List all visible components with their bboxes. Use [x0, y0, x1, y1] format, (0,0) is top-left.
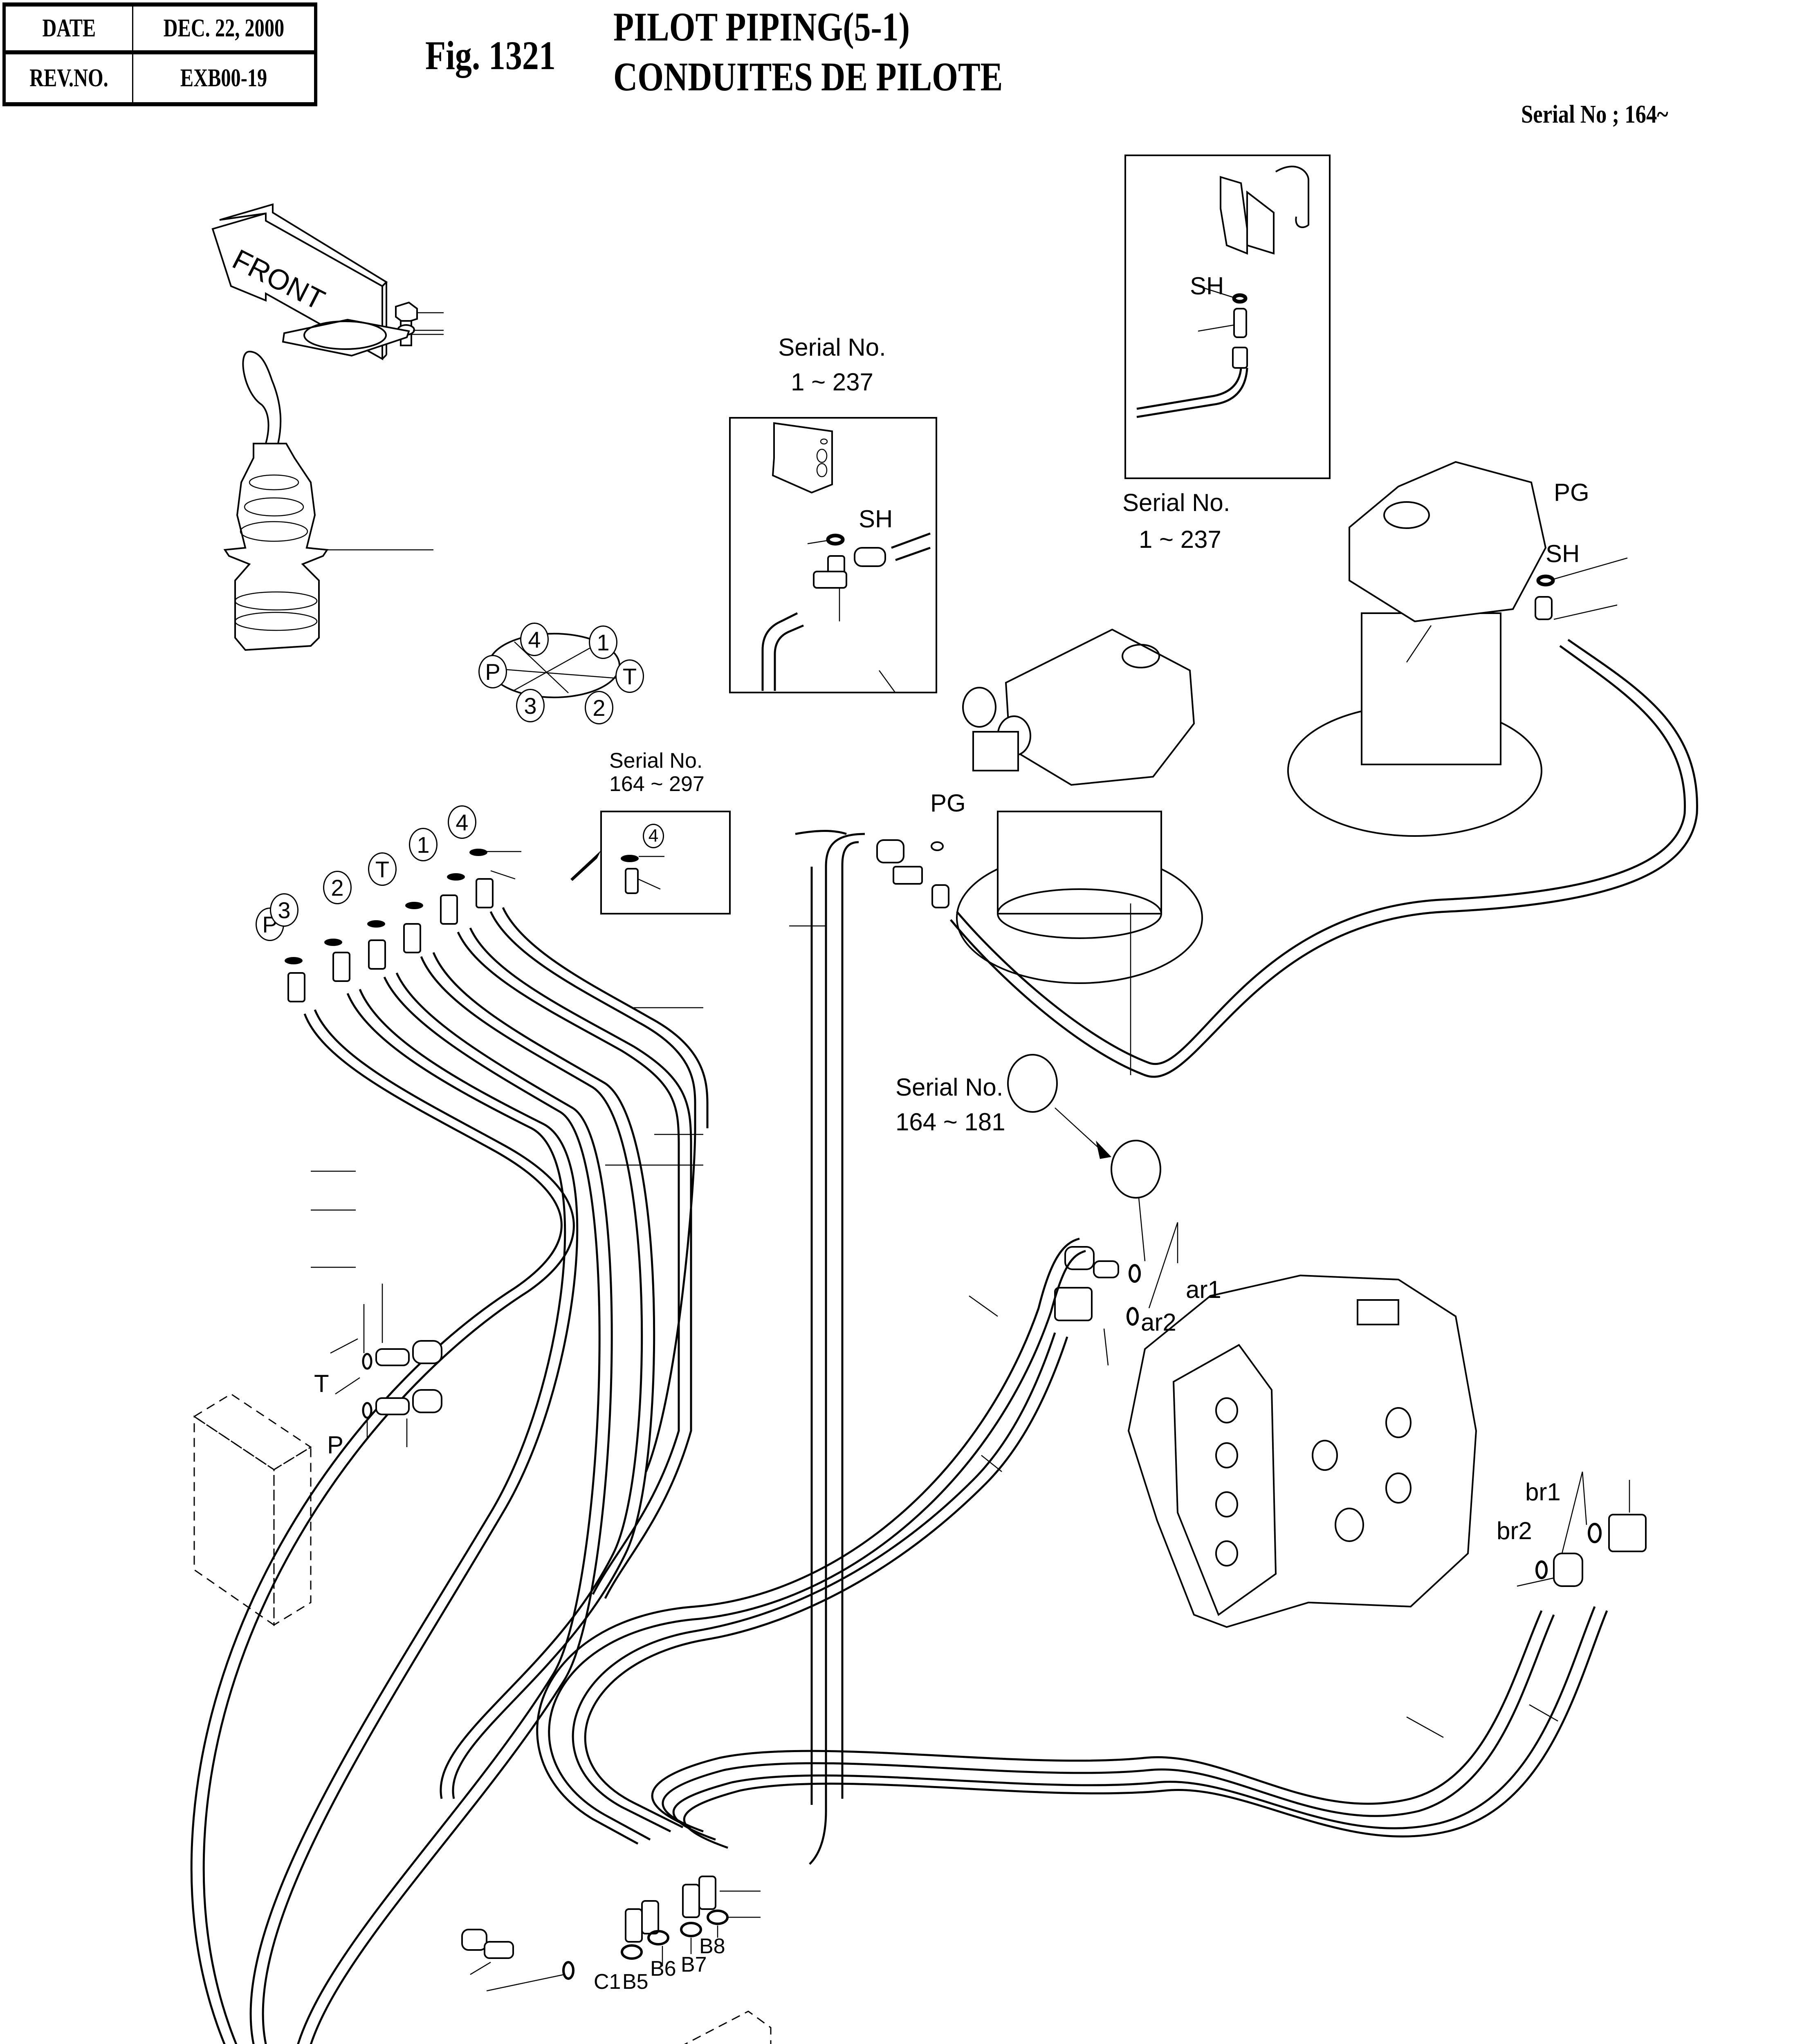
joystick-lever-icon	[223, 350, 433, 651]
ar-fittings-icon	[1007, 1054, 1178, 1366]
drain-hose-line	[956, 645, 1686, 1065]
manifold-port-b6: B6	[650, 1957, 676, 1981]
inset-center-sh-label: SH	[859, 505, 893, 533]
inset-right-serial-line1: Serial No.	[1122, 489, 1230, 516]
inset-right-sh-label: SH	[1190, 272, 1224, 300]
joystick-hose-bundle	[190, 907, 709, 2044]
serial-164-181-line2: 164 ~ 181	[895, 1108, 1005, 1136]
joystick-port-fittings-icon	[285, 849, 521, 1002]
date-row: DATE DEC. 22, 2000	[6, 7, 314, 54]
inset-box-serial-1-237-center	[729, 417, 937, 693]
valve-port-ar1: ar1	[1186, 1276, 1221, 1303]
valve-block-icon	[772, 422, 833, 494]
inset-box-serial-1-237-right	[1124, 155, 1331, 479]
valve-port-ar2: ar2	[1141, 1309, 1176, 1336]
inset-port-4: 4	[643, 824, 664, 848]
date-value: DEC. 22, 2000	[133, 7, 314, 50]
port-circle-1: 1	[589, 625, 617, 659]
tee-fitting-icon	[761, 532, 931, 691]
inset-a-fittings-icon	[0, 0, 1055, 2044]
block-port-t: T	[314, 1370, 329, 1397]
manifold-block-icon	[684, 2010, 772, 2044]
pg-tee-fitting-icon	[876, 670, 949, 908]
joystick-port-1: 1	[409, 828, 438, 861]
title-english: PILOT PIPING(5-1)	[613, 4, 910, 49]
pilot-hose-vertical	[809, 833, 865, 1865]
inset-box-serial-164-297-port	[600, 811, 731, 914]
port-circle-p: P	[478, 655, 507, 688]
revision-label: REV.NO.	[6, 54, 133, 102]
joystick-port-2: 2	[323, 871, 352, 904]
manifold-port-b7: B7	[681, 1953, 707, 1977]
control-valve-icon	[1127, 1274, 1477, 1628]
inset-right-serial-line2: 1 ~ 237	[1139, 526, 1221, 553]
br-fittings-icon	[651, 1471, 1647, 1849]
figure-number: Fig. 1321	[425, 33, 556, 78]
port-circle-4: 4	[520, 623, 549, 656]
revision-row: REV.NO. EXB00-19	[6, 54, 314, 102]
port-circle-2: 2	[585, 691, 613, 724]
valve-port-br2: br2	[1497, 1517, 1532, 1544]
manifold-port-b5: B5	[622, 1970, 649, 1994]
b-port-fittings-icon	[461, 1876, 761, 1992]
right-motor-pg-label: PG	[1554, 479, 1589, 506]
serial-range: Serial No ; 164~	[1521, 101, 1668, 128]
port-circle-3: 3	[516, 689, 545, 722]
port-block-icon	[193, 1284, 442, 1626]
right-motor-sh-label: SH	[1546, 540, 1580, 567]
swing-motor-left-icon	[956, 628, 1203, 1075]
inset-port-serial-line2: 164 ~ 297	[609, 772, 705, 796]
swing-motor-right-icon	[1287, 461, 1628, 837]
joystick-port-4: 4	[448, 805, 476, 839]
date-label-text: DATE	[42, 14, 96, 42]
inset-port-serial-line1: Serial No.	[609, 749, 703, 773]
block-port-p: P	[327, 1431, 344, 1459]
revision-value: EXB00-19	[133, 54, 314, 102]
inset-pointer-icon-2	[570, 850, 601, 881]
manifold-port-c1: C1	[594, 1970, 621, 1994]
left-motor-pg-label: PG	[930, 789, 966, 817]
joystick-port-t: T	[368, 852, 397, 886]
motor-valve-detail-icon	[1136, 166, 1309, 418]
title-french: CONDUITES DE PILOTE	[613, 54, 1003, 99]
revision-label-text: REV.NO.	[29, 64, 108, 92]
ar-hoses	[536, 1237, 1086, 1845]
serial-164-181-line1: Serial No.	[895, 1074, 1003, 1101]
port-circle-t: T	[615, 659, 644, 693]
revision-value-text: EXB00-19	[180, 64, 267, 92]
date-value-text: DEC. 22, 2000	[163, 14, 284, 42]
drain-hose-line-2	[950, 639, 1698, 1078]
manifold-port-b8: B8	[699, 1934, 725, 1958]
joystick-port-3: 3	[270, 893, 298, 927]
inset-center-serial-line1: Serial No.	[778, 334, 886, 361]
valve-port-br1: br1	[1525, 1478, 1561, 1506]
mounting-plate-icon	[282, 318, 444, 357]
revision-info-table: DATE DEC. 22, 2000 REV.NO. EXB00-19	[2, 2, 317, 106]
inset-center-serial-line2: 1 ~ 237	[791, 368, 873, 396]
date-label: DATE	[6, 7, 133, 50]
